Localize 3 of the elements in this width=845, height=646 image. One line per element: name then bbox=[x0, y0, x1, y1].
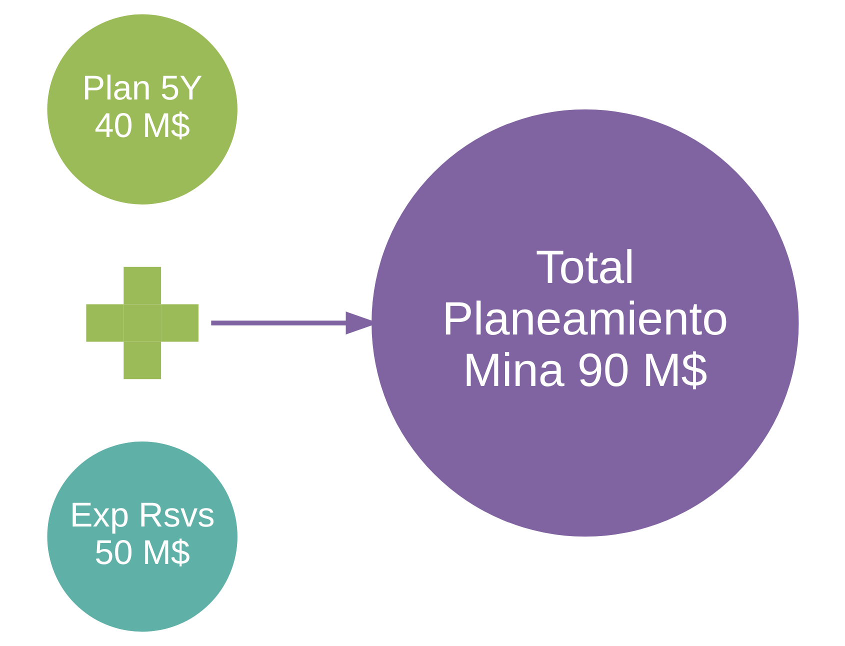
node-circle: Exp Rsvs 50 M$ bbox=[46, 442, 237, 632]
node-circle: Total Planeamiento Mina 90 M$ bbox=[371, 109, 798, 537]
node-circle: Plan 5Y 40 M$ bbox=[46, 14, 237, 204]
